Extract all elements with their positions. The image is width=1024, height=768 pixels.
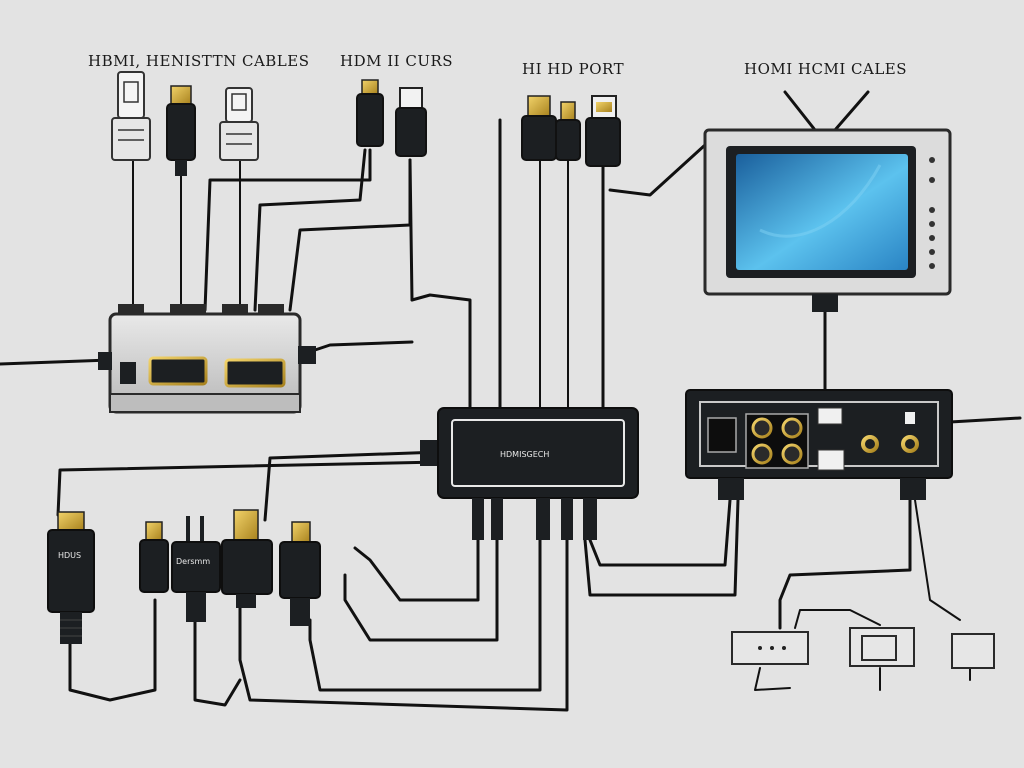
top-center-connectors xyxy=(521,95,621,167)
plug-hdmi-right xyxy=(279,521,321,626)
adapter-right xyxy=(951,633,995,669)
hdmi-switch-box: HDMISGECH xyxy=(420,407,639,540)
tv-screen xyxy=(736,154,908,270)
plug-hdmi-gold xyxy=(221,509,273,608)
bottom-right-adapters xyxy=(731,627,995,669)
plug-hdmi-large: HDUS xyxy=(47,511,95,644)
label-top-center: HI HD PORT xyxy=(522,60,624,78)
tv-monitor xyxy=(703,128,952,312)
plug-hdmi-small xyxy=(139,521,169,593)
connector-clear-1 xyxy=(111,71,151,161)
connector-hdmi-black-3 xyxy=(395,87,427,157)
top-left-connectors xyxy=(111,71,427,176)
connector-clear-2 xyxy=(219,87,259,161)
plug-mid-label: Dersmm xyxy=(176,557,210,566)
switch-box-label: HDMISGECH xyxy=(500,450,549,459)
label-top-right: HOMI HCMI CALES xyxy=(744,60,907,78)
av-receiver-box xyxy=(685,389,953,500)
bottom-left-plugs: HDUS Dersmm xyxy=(47,509,321,644)
connector-hdmi-black-1 xyxy=(166,85,196,176)
connector-hdmi-gold-3 xyxy=(585,95,621,167)
connector-hdmi-gold-1 xyxy=(521,95,557,161)
label-top-left: HBMI, HENISTTN CABLES xyxy=(88,52,309,70)
left-splitter-box xyxy=(98,304,316,414)
plug-left-label: HDUS xyxy=(58,551,81,560)
connector-hdmi-gold-2 xyxy=(555,101,581,161)
adapter-left xyxy=(731,631,809,665)
label-top-mid: HDM II CURS xyxy=(340,52,453,70)
cables xyxy=(0,90,1022,712)
connector-hdmi-black-2 xyxy=(356,79,384,147)
plug-power-adapter: Dersmm xyxy=(171,516,221,622)
adapter-center xyxy=(849,627,915,667)
